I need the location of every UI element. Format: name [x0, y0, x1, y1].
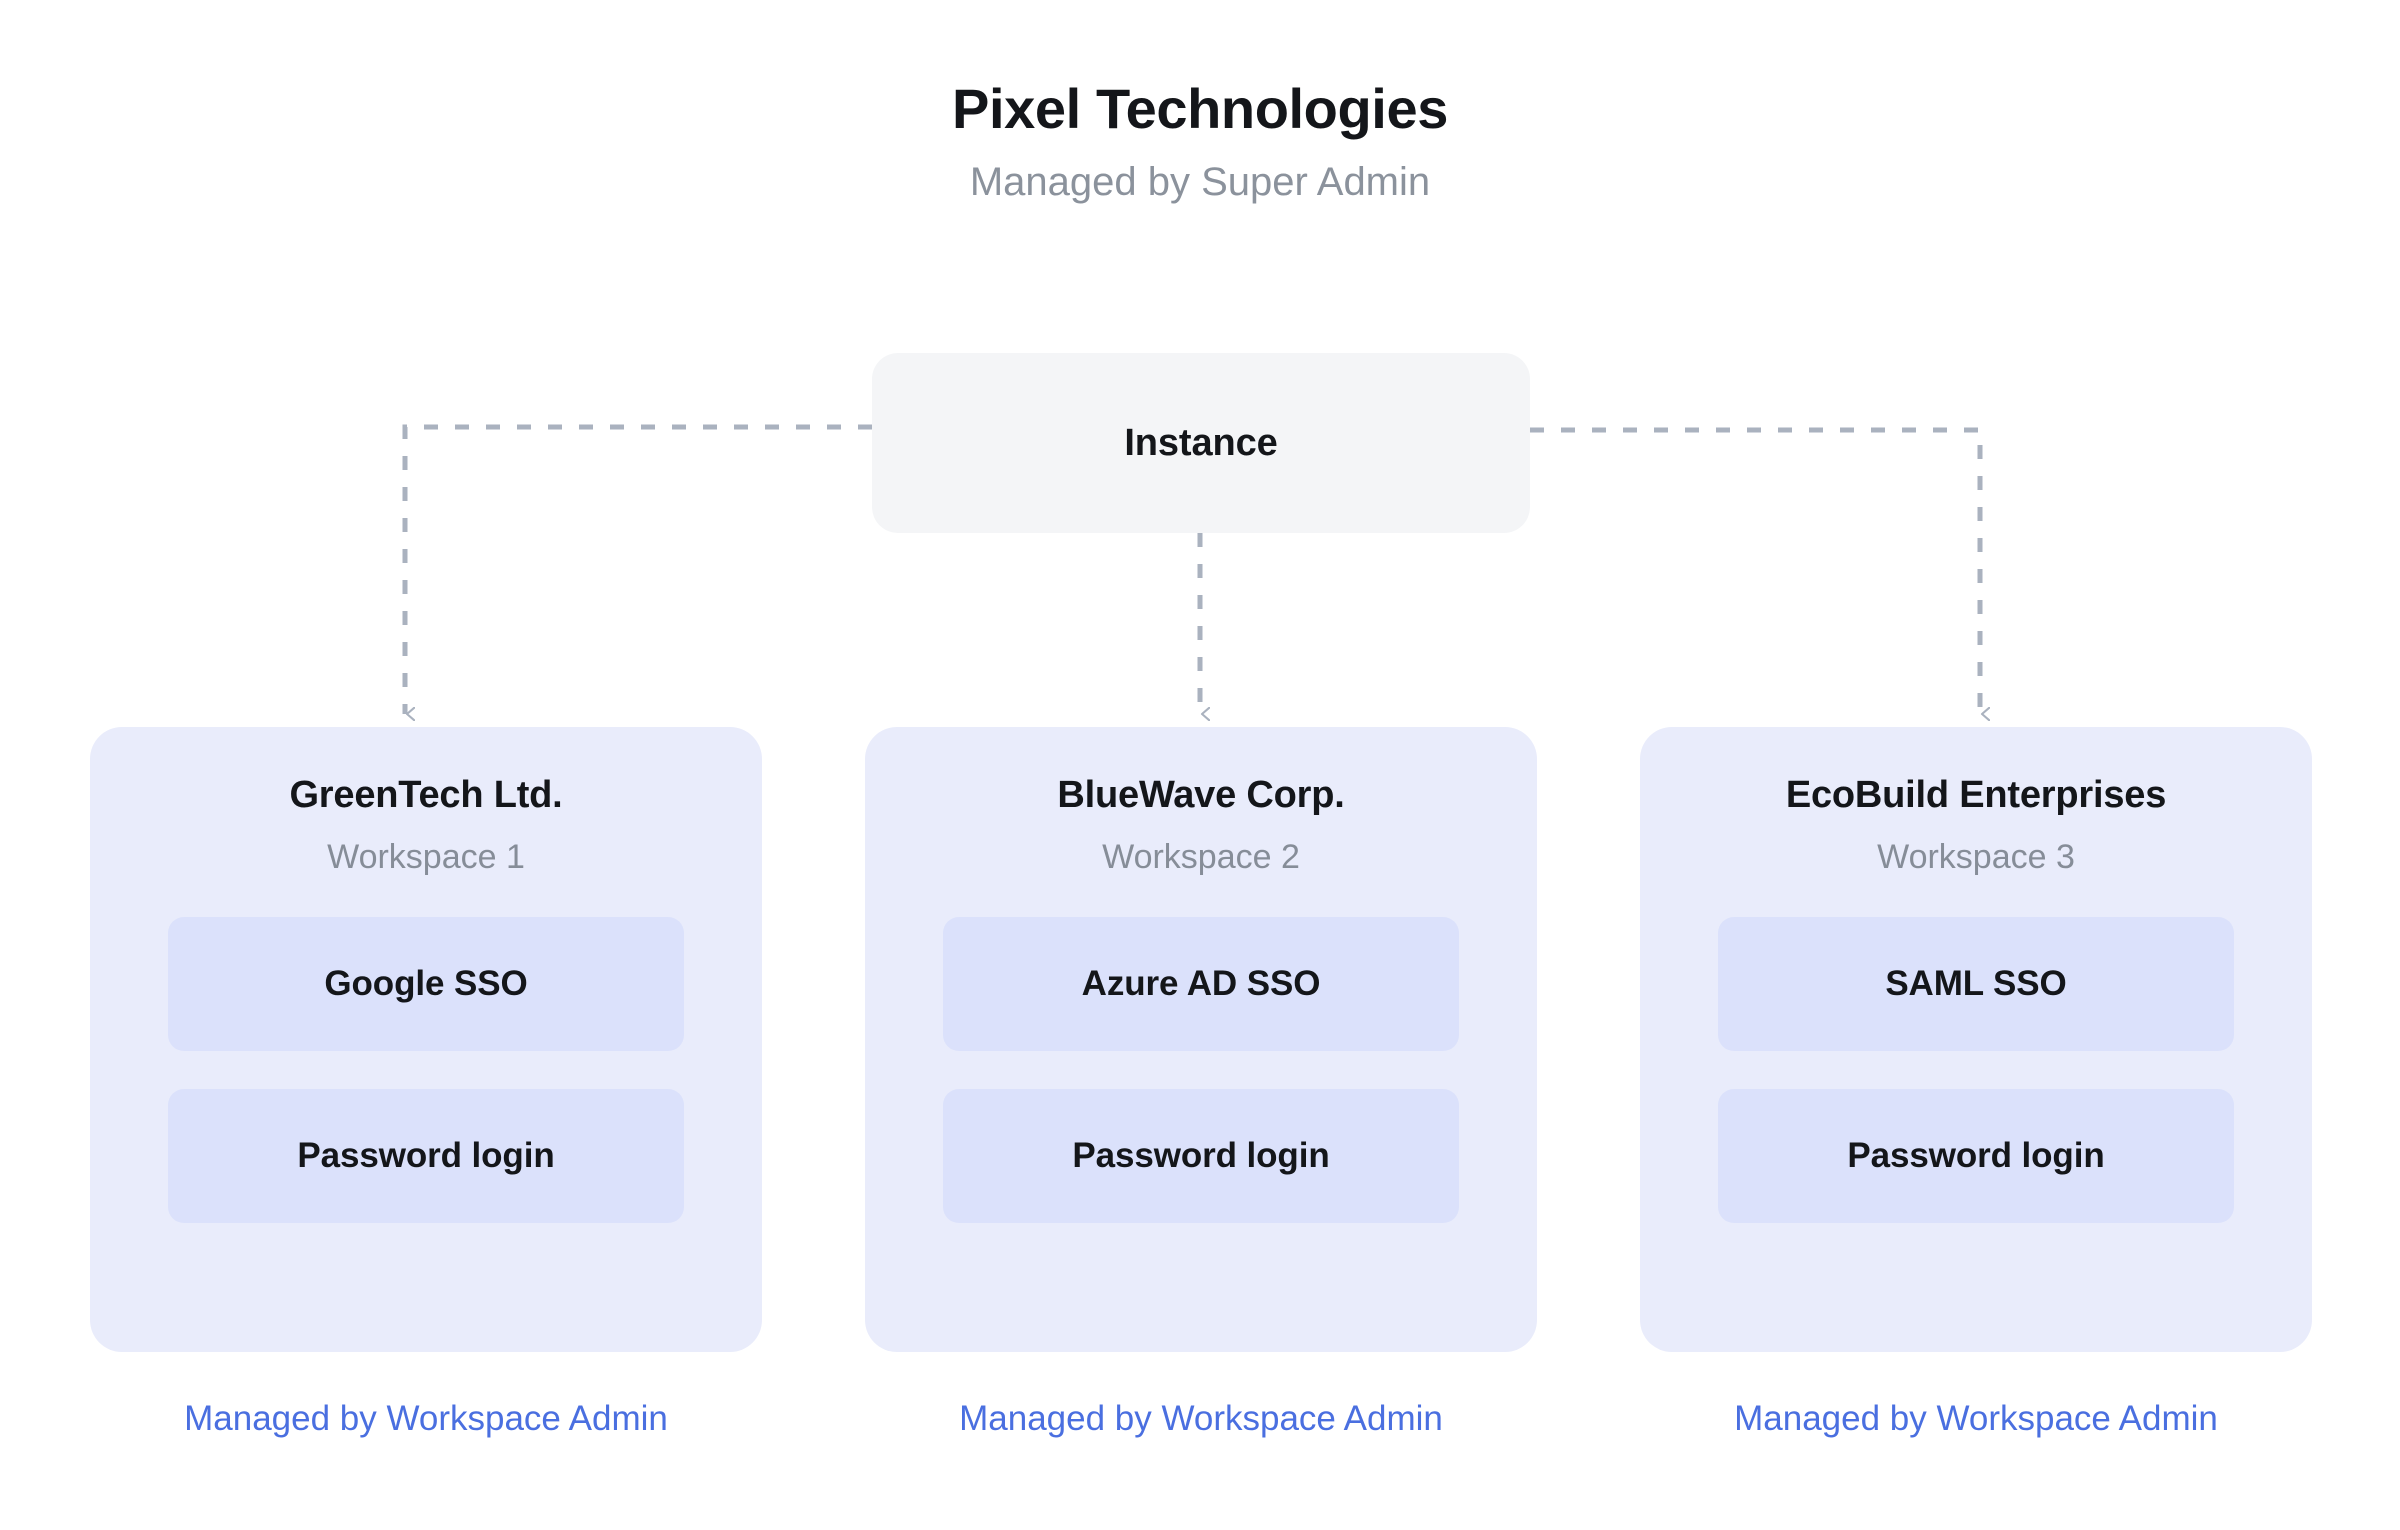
page-title: Pixel Technologies	[952, 77, 1448, 140]
auth-method-pill[interactable]: Password login	[1718, 1089, 2234, 1224]
auth-method-label: Password login	[1072, 1136, 1330, 1176]
instance-label: Instance	[1124, 421, 1278, 464]
workspace-card-greentech[interactable]: GreenTech Ltd. Workspace 1 Google SSO Pa…	[90, 727, 762, 1352]
workspace-column-1: GreenTech Ltd. Workspace 1 Google SSO Pa…	[90, 727, 762, 1440]
auth-method-label: SAML SSO	[1885, 964, 2067, 1004]
workspace-name: EcoBuild Enterprises	[1785, 774, 2167, 816]
connector-instance-to-workspace-1	[402, 424, 872, 714]
workspace-footer-caption: Managed by Workspace Admin	[959, 1399, 1443, 1438]
workspace-subtitle: Workspace 1	[327, 837, 525, 876]
workspace-card-bluewave[interactable]: BlueWave Corp. Workspace 2 Azure AD SSO …	[865, 727, 1537, 1352]
auth-method-pill[interactable]: Azure AD SSO	[943, 917, 1459, 1052]
workspace-subtitle: Workspace 3	[1877, 837, 2075, 876]
workspace-name: BlueWave Corp.	[1057, 774, 1345, 816]
auth-method-list: Azure AD SSO Password login	[943, 917, 1459, 1224]
auth-method-label: Password login	[1847, 1136, 2105, 1176]
auth-method-list: Google SSO Password login	[168, 917, 684, 1224]
workspace-card-ecobuild[interactable]: EcoBuild Enterprises Workspace 3 SAML SS…	[1640, 727, 2312, 1352]
auth-method-pill[interactable]: Google SSO	[168, 917, 684, 1052]
auth-method-pill[interactable]: SAML SSO	[1718, 917, 2234, 1052]
auth-method-label: Google SSO	[324, 964, 528, 1004]
page-subtitle: Managed by Super Admin	[969, 159, 1431, 204]
diagram-header: Pixel Technologies Managed by Super Admi…	[0, 0, 2400, 205]
instance-node[interactable]: Instance	[872, 353, 1530, 533]
workspace-column-3: EcoBuild Enterprises Workspace 3 SAML SS…	[1640, 727, 2312, 1440]
workspace-footer-caption: Managed by Workspace Admin	[1734, 1399, 2218, 1438]
auth-method-pill[interactable]: Password login	[168, 1089, 684, 1224]
auth-method-label: Azure AD SSO	[1081, 964, 1321, 1004]
auth-method-label: Password login	[297, 1136, 555, 1176]
connector-instance-to-workspace-3	[1530, 427, 1980, 714]
workspace-footer-caption: Managed by Workspace Admin	[184, 1399, 668, 1438]
workspace-subtitle: Workspace 2	[1102, 837, 1300, 876]
workspace-column-2: BlueWave Corp. Workspace 2 Azure AD SSO …	[865, 727, 1537, 1440]
workspace-name: GreenTech Ltd.	[289, 774, 563, 816]
auth-method-list: SAML SSO Password login	[1718, 917, 2234, 1224]
workspace-row: GreenTech Ltd. Workspace 1 Google SSO Pa…	[90, 727, 2312, 1440]
auth-method-pill[interactable]: Password login	[943, 1089, 1459, 1224]
